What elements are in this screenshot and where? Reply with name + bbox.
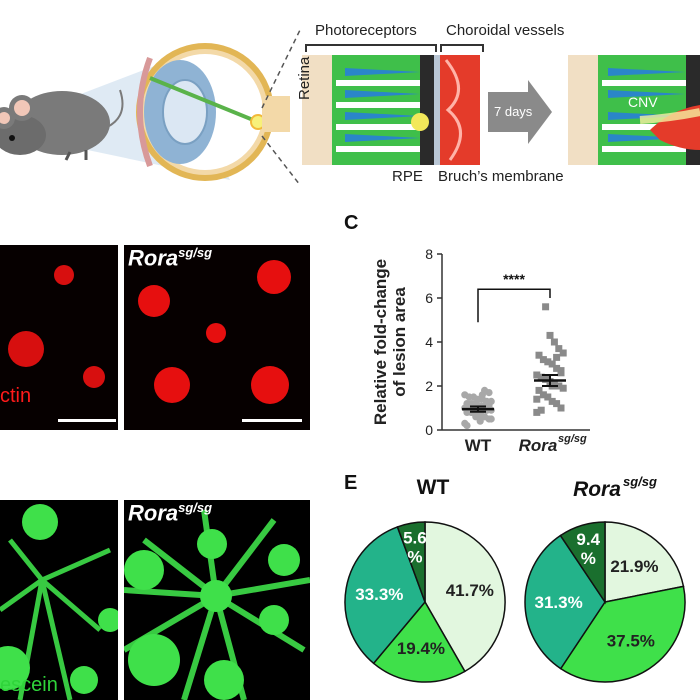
data-point (472, 413, 480, 421)
pie-slice (424, 521, 506, 673)
retina-section-before (302, 55, 480, 165)
micrograph-d-left: escein (0, 500, 118, 700)
data-point (533, 395, 541, 403)
data-point (544, 393, 552, 401)
data-point (533, 371, 541, 379)
data-point (553, 364, 561, 372)
rpe-label: RPE (392, 168, 423, 185)
data-point (544, 358, 552, 366)
data-point (533, 408, 541, 416)
pie-title: Rora (573, 478, 621, 501)
panel-a-schematic (0, 29, 700, 186)
y-tick-label: 4 (425, 334, 433, 350)
micrograph-d-right-title: Rorasg/sg (128, 500, 212, 526)
data-point (559, 384, 567, 392)
data-point (487, 415, 495, 423)
pie-title-sup: sg/sg (623, 474, 657, 489)
data-point (476, 417, 484, 425)
data-point (548, 360, 556, 368)
choroidal-bracket (440, 44, 484, 52)
seven-day-arrow (488, 80, 552, 144)
pie-slice-label: 37.5% (607, 632, 655, 651)
micrograph-d-right-title-base: Rora (128, 500, 179, 526)
data-point (555, 345, 563, 353)
data-point (542, 303, 550, 311)
pie-slice (559, 585, 686, 683)
pie-title: WT (417, 476, 450, 499)
data-point (463, 422, 471, 430)
micrograph-b-right-title: Rorasg/sg (128, 245, 212, 271)
panel-e-letter: E (344, 472, 358, 494)
data-point (559, 349, 567, 357)
retina-label: Retina (296, 56, 313, 100)
eye-illustration (136, 43, 290, 181)
choroidal-vessels-label: Choroidal vessels (446, 22, 565, 39)
cnv-label: CNV (628, 94, 658, 110)
pie-slice (396, 521, 426, 603)
pie-slice-label: 9.4% (576, 530, 600, 568)
photoreceptors-label: Photoreceptors (315, 22, 417, 39)
pie-slice-label: 5.6% (403, 528, 427, 566)
seven-days-label: 7 days (494, 104, 533, 119)
data-point (557, 404, 565, 412)
stain-label-d: escein (0, 674, 58, 696)
pie-slice-label: 19.4% (397, 639, 445, 658)
data-point (553, 353, 561, 361)
stain-label-b: ctin (0, 385, 32, 407)
pie-slice-label: 41.7% (446, 581, 494, 600)
pie-slice (604, 521, 685, 603)
y-axis-label: Relative fold-changeof lesion area (371, 259, 409, 425)
data-point (539, 356, 547, 364)
data-point (537, 406, 545, 414)
pie-slice (372, 600, 466, 683)
data-point (553, 400, 561, 408)
data-point (478, 391, 486, 399)
mouse-illustration (0, 89, 124, 161)
category-label: WT (465, 436, 492, 455)
data-point (535, 386, 543, 394)
scale-bar-b-left (58, 419, 116, 422)
y-tick-label: 2 (425, 378, 433, 394)
pie-slice (524, 534, 606, 670)
micrograph-d-right-title-sup: sg/sg (178, 500, 213, 515)
pie-slice-label: 33.3% (355, 585, 403, 604)
micrograph-b-right: Rorasg/sg (124, 245, 310, 430)
photoreceptors-bracket (305, 44, 437, 52)
retina-section-after (568, 55, 700, 165)
micrograph-b-right-title-base: Rora (128, 245, 179, 271)
micrograph-d-right: Rorasg/sg (124, 500, 310, 700)
micrograph-b-right-title-sup: sg/sg (178, 245, 213, 260)
pie-slice (559, 521, 606, 605)
data-point (555, 382, 563, 390)
data-point (550, 338, 558, 346)
pie-slice-label: 21.9% (610, 557, 658, 576)
y-tick-label: 8 (425, 246, 433, 262)
data-point (548, 397, 556, 405)
data-point (463, 400, 471, 408)
significance-label: **** (503, 271, 525, 287)
data-point (546, 331, 554, 339)
scale-bar-b-right (242, 419, 302, 422)
data-point (535, 351, 543, 359)
data-point (557, 367, 565, 375)
significance-bracket (477, 288, 551, 323)
data-point (539, 391, 547, 399)
data-point (461, 391, 469, 399)
category-label-sup: sg/sg (558, 433, 587, 445)
micrograph-b-left: ctin (0, 245, 118, 430)
bruchs-membrane-label: Bruch’s membrane (438, 168, 564, 185)
category-label: Rora (519, 436, 558, 455)
y-tick-label: 6 (425, 290, 433, 306)
data-point (537, 373, 545, 381)
panel-c-letter: C (344, 212, 359, 234)
pie-slice-label: 31.3% (534, 593, 582, 612)
pie-slice (344, 525, 426, 665)
y-tick-label: 0 (425, 422, 433, 438)
